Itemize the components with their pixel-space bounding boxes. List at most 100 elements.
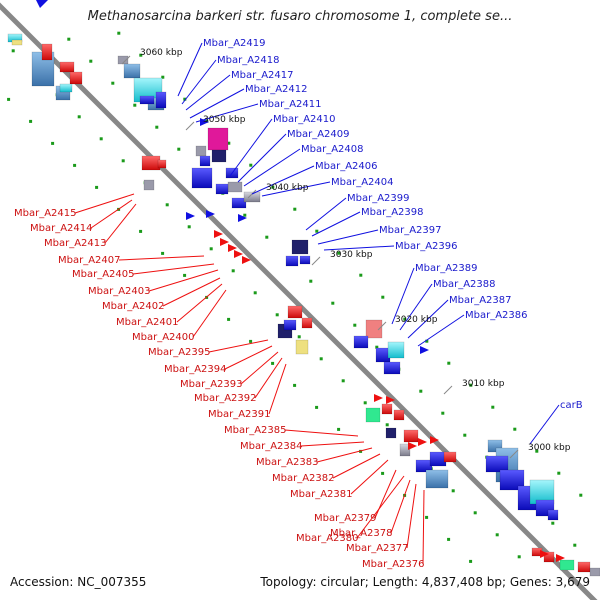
- track-dot-1: [231, 269, 235, 273]
- gene-label-reverse: Mbar_A2392: [194, 393, 257, 404]
- callout-line-reverse: [90, 199, 133, 229]
- gene-feature-gene-reverse: [381, 403, 393, 415]
- callout-line-forward: [189, 88, 245, 119]
- gene-feature-gene-forward: [215, 183, 229, 195]
- gene-label-reverse: Mbar_A2393: [180, 379, 243, 390]
- gene-label-reverse: Mbar_A2378: [330, 528, 393, 539]
- callout-line-forward: [237, 133, 287, 183]
- callout-line-forward: [229, 118, 273, 177]
- gene-feature-orf: [11, 39, 23, 46]
- gene-feature-gene-reverse: [393, 409, 405, 421]
- track-dot-3: [337, 251, 341, 255]
- callout-line-forward: [529, 404, 560, 445]
- gene-label-reverse: Mbar_A2381: [290, 489, 353, 500]
- gene-feature-gene-forward: [429, 451, 447, 467]
- track-dot-1: [473, 511, 477, 515]
- gene-feature-gene-reverse: [141, 155, 161, 171]
- track-dot-2: [375, 345, 379, 349]
- gene-label-reverse: Mbar_A2379: [314, 513, 377, 524]
- gene-feature-orf: [207, 127, 229, 151]
- gene-feature-gene-forward: [499, 469, 525, 491]
- gene-label-reverse: Mbar_A2401: [116, 317, 179, 328]
- track-dot-3: [161, 75, 165, 79]
- map-title: Methanosarcina barkeri str. fusaro chrom…: [87, 9, 513, 24]
- gene-feature-orf: [291, 239, 309, 255]
- gene-label-reverse: Mbar_A2413: [44, 238, 107, 249]
- callout-line-reverse: [118, 255, 205, 261]
- track-dot-3: [403, 317, 407, 321]
- callout-line-forward: [177, 42, 203, 97]
- track-dot-1: [253, 291, 257, 295]
- gene-feature-gene-forward: [383, 361, 401, 375]
- callout-line-reverse: [300, 441, 365, 447]
- accession-text: Accession: NC_007355: [10, 575, 147, 589]
- callout-line-reverse: [224, 345, 273, 370]
- callout-line-forward: [261, 181, 331, 197]
- gene-arrow-reverse: [386, 396, 395, 404]
- callout-line-forward: [195, 103, 259, 123]
- gene-arrow-reverse: [374, 394, 383, 402]
- track-dot-0: [337, 427, 341, 431]
- track-dot-3: [249, 163, 253, 167]
- track-dot-2: [155, 125, 159, 129]
- kbp-tick-label: 3060 kbp: [140, 48, 183, 58]
- gene-feature-orf: [117, 55, 129, 65]
- callout-line-reverse: [332, 453, 381, 479]
- callout-line-forward: [243, 148, 301, 187]
- callout-line-forward: [185, 74, 231, 111]
- gene-feature-gene-forward: [191, 167, 213, 189]
- gene-feature-gene-forward: [155, 91, 167, 109]
- track-dot-2: [177, 147, 181, 151]
- callout-line-reverse: [254, 357, 283, 399]
- gene-label-forward: Mbar_A2387: [449, 295, 512, 306]
- gene-label-reverse: Mbar_A2395: [148, 347, 211, 358]
- gene-feature-orf: [243, 191, 261, 203]
- gene-feature-gene-forward: [231, 197, 247, 209]
- kbp-tick-label: 3050 kbp: [203, 115, 246, 125]
- gene-feature-orf: [227, 181, 243, 193]
- track-dot-2: [331, 301, 335, 305]
- track-dot-3: [293, 207, 297, 211]
- track-dot-1: [11, 49, 15, 53]
- gene-arrow-forward: [206, 210, 215, 218]
- track-dot-0: [381, 471, 385, 475]
- track-dot-3: [469, 383, 473, 387]
- gene-feature-orf: [387, 341, 405, 359]
- callout-line-reverse: [162, 277, 221, 307]
- track-dot-2: [265, 235, 269, 239]
- gene-arrow-reverse: [242, 256, 251, 264]
- gene-arrow-forward: [420, 346, 429, 354]
- track-dot-2: [441, 411, 445, 415]
- track-dot-1: [99, 137, 103, 141]
- track-dot-3: [183, 97, 187, 101]
- callout-line-reverse: [148, 269, 219, 292]
- gene-feature-orf: [59, 83, 73, 93]
- gene-label-reverse: Mbar_A2383: [256, 457, 319, 468]
- track-dot-1: [275, 313, 279, 317]
- track-dot-3: [535, 449, 539, 453]
- callout-line-reverse: [104, 203, 137, 244]
- track-dot-0: [95, 185, 99, 189]
- tick-mark: [311, 256, 321, 266]
- callout-line-forward: [407, 299, 449, 339]
- gene-arrow-reverse: [220, 238, 229, 246]
- callout-line-reverse: [132, 263, 215, 275]
- track-dot-1: [385, 423, 389, 427]
- callout-line-reverse: [240, 351, 279, 385]
- gene-arrow-forward: [36, 0, 48, 8]
- track-dot-3: [447, 361, 451, 365]
- gene-feature-gene-reverse: [543, 551, 555, 563]
- tick-mark: [443, 385, 453, 395]
- gene-arrow-reverse: [556, 554, 565, 562]
- gene-feature-gene-forward: [299, 255, 311, 265]
- callout-line-reverse: [406, 483, 417, 549]
- callout-line-reverse: [422, 489, 425, 565]
- gene-arrow-reverse: [234, 250, 243, 258]
- track-dot-3: [491, 405, 495, 409]
- gene-label-forward: Mbar_A2410: [273, 114, 336, 125]
- callout-line-reverse: [316, 447, 373, 463]
- gene-label-forward: Mbar_A2417: [231, 70, 294, 81]
- callout-line-forward: [391, 267, 415, 325]
- gene-label-reverse: Mbar_A2402: [102, 301, 165, 312]
